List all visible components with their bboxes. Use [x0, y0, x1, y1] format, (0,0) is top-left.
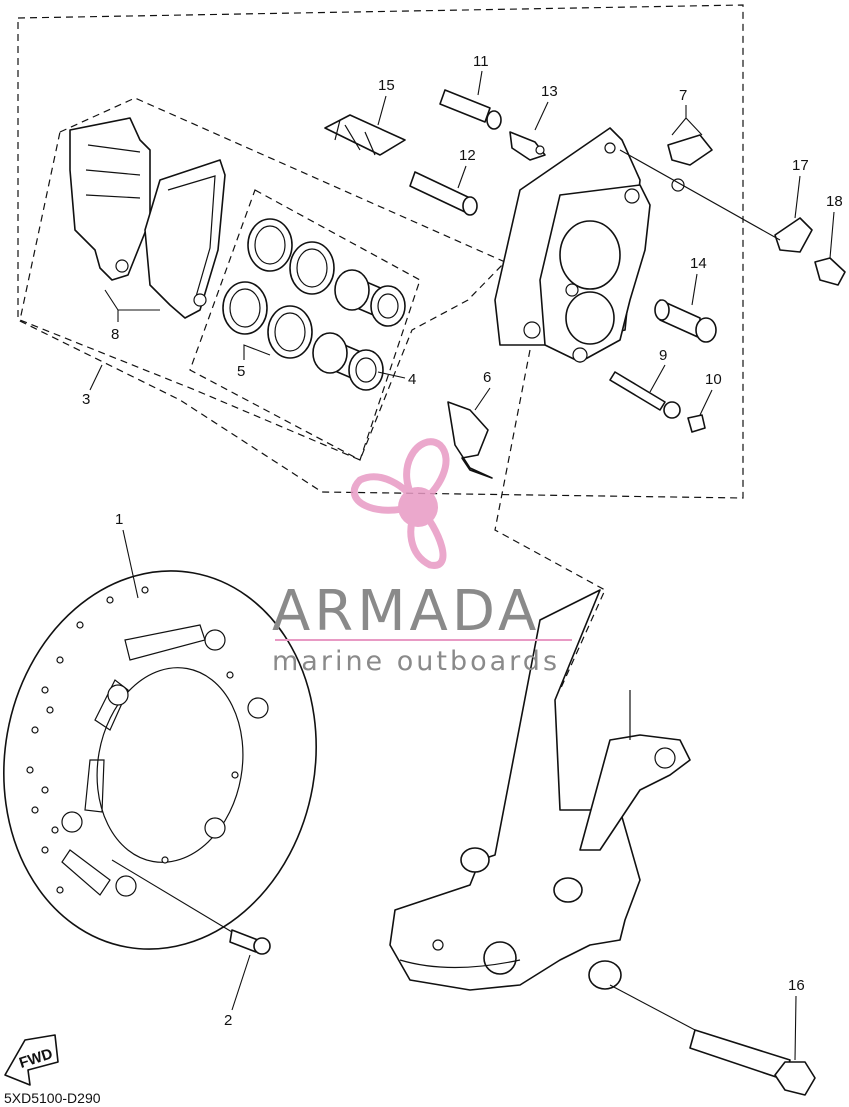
callout-18: 18: [826, 193, 843, 210]
callout-11: 11: [473, 53, 489, 70]
bleed-screw: [509, 131, 546, 161]
dash-to-fork: [494, 349, 606, 691]
clip-17: [774, 217, 813, 253]
callout-5: 5: [237, 363, 245, 380]
pad-pin-12: [409, 171, 478, 216]
pin-9: [609, 371, 681, 419]
callout-6: 6: [483, 369, 491, 386]
callout-2: 2: [224, 1012, 232, 1029]
caliper-body: [539, 184, 651, 363]
pad-pin-11: [439, 89, 502, 130]
watermark-title: ARMADA: [272, 579, 540, 644]
caliper-bolt-14: [654, 299, 717, 343]
callout-13: 13: [541, 83, 558, 100]
callout-9: 9: [659, 347, 667, 364]
leader-disc-bolt: [111, 859, 233, 933]
pad-kit-boundary: [19, 97, 507, 461]
callout-10: 10: [705, 371, 722, 388]
pad-spring: [324, 114, 406, 156]
piston-seal-2: [289, 241, 335, 295]
piston-seal-4: [267, 305, 313, 359]
callout-3: 3: [82, 391, 90, 408]
callouts: 1 2 3 4 5 6 7 8 9 10 11 12 13 14 15 16 1…: [82, 53, 843, 1061]
brake-pad-left: [69, 117, 151, 281]
piston-seal-1: [247, 218, 293, 272]
nut-10: [687, 414, 706, 433]
brake-pad-right: [144, 159, 226, 319]
callout-8: 8: [111, 326, 119, 343]
callout-17: 17: [792, 157, 809, 174]
watermark: ARMADA marine outboards: [272, 438, 572, 677]
brake-disc: [3, 570, 317, 950]
callout-7: 7: [679, 87, 687, 104]
fwd-arrow-icon: FWD: [4, 1034, 59, 1086]
callout-12: 12: [459, 147, 476, 164]
callout-4: 4: [408, 371, 416, 388]
callout-16: 16: [788, 977, 805, 994]
pad-retaining-clip: [447, 401, 493, 479]
hose-union: [667, 134, 713, 192]
piston-lower: [312, 332, 384, 391]
callout-14: 14: [690, 255, 707, 272]
callout-1: 1: [115, 511, 123, 528]
fork-leg: [389, 589, 691, 991]
piston-seal-3: [222, 281, 268, 335]
seal-kit-boundary: [189, 189, 421, 461]
caliper-mount-bolt: [689, 1029, 816, 1096]
propeller-logo-icon: [350, 438, 450, 569]
leader-mount-bolt: [609, 984, 696, 1031]
diagram-code: 5XD5100-D290: [4, 1090, 101, 1106]
assembly-boundary: [17, 4, 744, 499]
piston-upper: [334, 269, 406, 327]
callout-15: 15: [378, 77, 395, 94]
bolt-18: [814, 257, 846, 286]
disc-bolt: [229, 929, 271, 955]
watermark-subtitle: marine outboards: [272, 646, 560, 677]
leader-to-clip: [619, 149, 781, 241]
